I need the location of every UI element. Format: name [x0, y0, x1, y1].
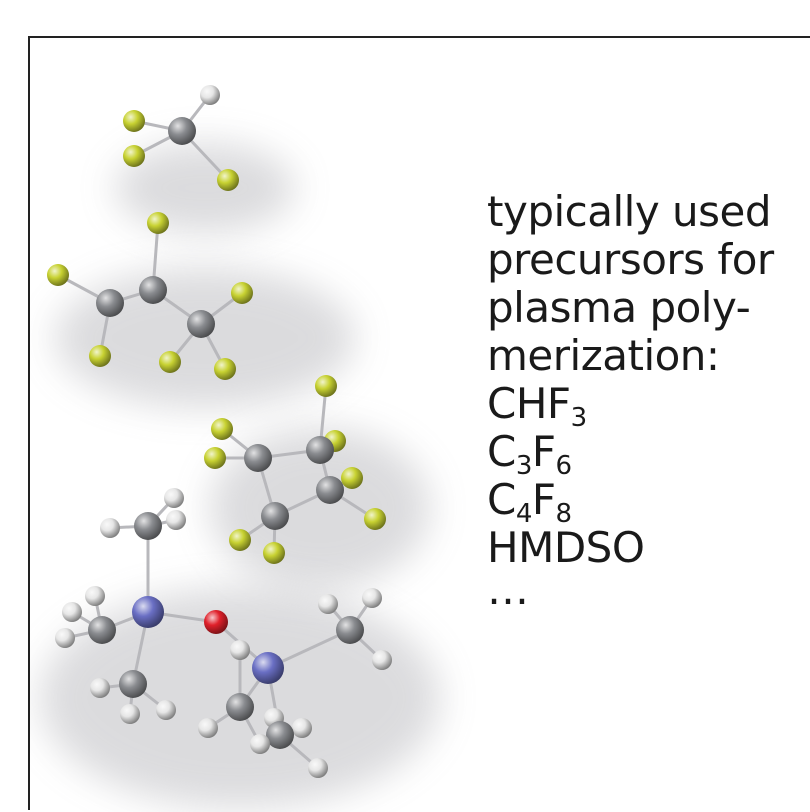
- carbon-atom: [134, 512, 162, 540]
- hydrogen-atom: [62, 602, 82, 622]
- hydrogen-atom: [90, 678, 110, 698]
- fluorine-atom: [341, 467, 363, 489]
- hydrogen-atom: [164, 488, 184, 508]
- molecule-illustrations: [40, 85, 440, 808]
- formula-c4f8: C4F8: [487, 475, 572, 529]
- caption-line: typically used: [487, 187, 772, 236]
- caption-line: plasma poly-: [487, 283, 751, 332]
- hydrogen-atom: [200, 85, 220, 105]
- molecule-shadow: [55, 268, 355, 408]
- fluorine-atom: [214, 358, 236, 380]
- fluorine-atom: [147, 212, 169, 234]
- molecule-chf3: [123, 85, 239, 191]
- hydrogen-atom: [318, 594, 338, 614]
- fluorine-atom: [159, 351, 181, 373]
- carbon-atom: [187, 310, 215, 338]
- molecule-c4f8: [204, 375, 386, 564]
- caption-line: merization:: [487, 331, 720, 380]
- caption-line: precursors for: [487, 235, 774, 284]
- carbon-atom: [244, 444, 272, 472]
- molecule-shadow: [115, 143, 295, 233]
- formula-hmdso: HMDSO: [487, 523, 645, 572]
- fluorine-atom: [204, 447, 226, 469]
- hydrogen-atom: [55, 628, 75, 648]
- carbon-atom: [316, 476, 344, 504]
- hydrogen-atom: [166, 510, 186, 530]
- fluorine-atom: [123, 145, 145, 167]
- fluorine-atom: [315, 375, 337, 397]
- fluorine-atom: [123, 110, 145, 132]
- carbon-atom: [119, 670, 147, 698]
- hydrogen-atom: [230, 640, 250, 660]
- carbon-atom: [226, 693, 254, 721]
- silicon-atom: [132, 596, 164, 628]
- hydrogen-atom: [362, 588, 382, 608]
- hydrogen-atom: [372, 650, 392, 670]
- caption-ellipsis: …: [487, 565, 529, 614]
- carbon-atom: [139, 276, 167, 304]
- carbon-atom: [336, 616, 364, 644]
- fluorine-atom: [47, 264, 69, 286]
- fluorine-atom: [229, 529, 251, 551]
- carbon-atom: [266, 721, 294, 749]
- hydrogen-atom: [156, 700, 176, 720]
- hydrogen-atom: [250, 734, 270, 754]
- fluorine-atom: [211, 418, 233, 440]
- molecule-hmdso: [55, 488, 392, 778]
- molecule-c3f6: [47, 212, 253, 380]
- carbon-atom: [306, 436, 334, 464]
- carbon-atom: [88, 616, 116, 644]
- formula-chf3: CHF3: [487, 379, 587, 433]
- oxygen-atom: [204, 610, 228, 634]
- hydrogen-atom: [120, 704, 140, 724]
- hydrogen-atom: [292, 718, 312, 738]
- fluorine-atom: [364, 508, 386, 530]
- hydrogen-atom: [100, 518, 120, 538]
- fluorine-atom: [263, 542, 285, 564]
- fluorine-atom: [89, 345, 111, 367]
- hydrogen-atom: [198, 718, 218, 738]
- hydrogen-atom: [308, 758, 328, 778]
- fluorine-atom: [231, 282, 253, 304]
- fluorine-atom: [217, 169, 239, 191]
- carbon-atom: [261, 502, 289, 530]
- silicon-atom: [252, 652, 284, 684]
- carbon-atom: [168, 117, 196, 145]
- carbon-atom: [96, 289, 124, 317]
- hydrogen-atom: [85, 586, 105, 606]
- formula-c3f6: C3F6: [487, 427, 572, 481]
- precursor-caption: typically used precursors for plasma pol…: [487, 188, 774, 614]
- figure-panel: typically used precursors for plasma pol…: [28, 36, 810, 810]
